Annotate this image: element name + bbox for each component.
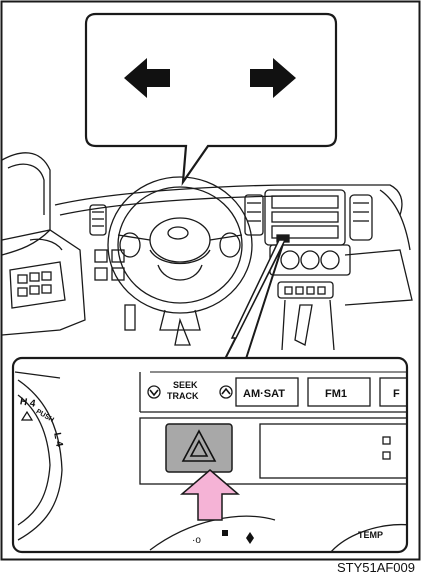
figure-code: STY51AF009	[337, 560, 415, 575]
temp-label: TEMP	[358, 530, 383, 540]
fm1-button[interactable]: FM1	[325, 388, 347, 400]
climate-mark-left: ·o	[192, 535, 201, 546]
amsat-button[interactable]: AM·SAT	[243, 388, 285, 400]
next-preset-button[interactable]: F	[393, 388, 400, 400]
detail-panel: SEEK TRACK AM·SAT FM1 F H 4 PUSH L 4 ·o …	[13, 358, 420, 560]
track-label: TRACK	[167, 391, 199, 401]
seek-label: SEEK	[173, 380, 198, 390]
